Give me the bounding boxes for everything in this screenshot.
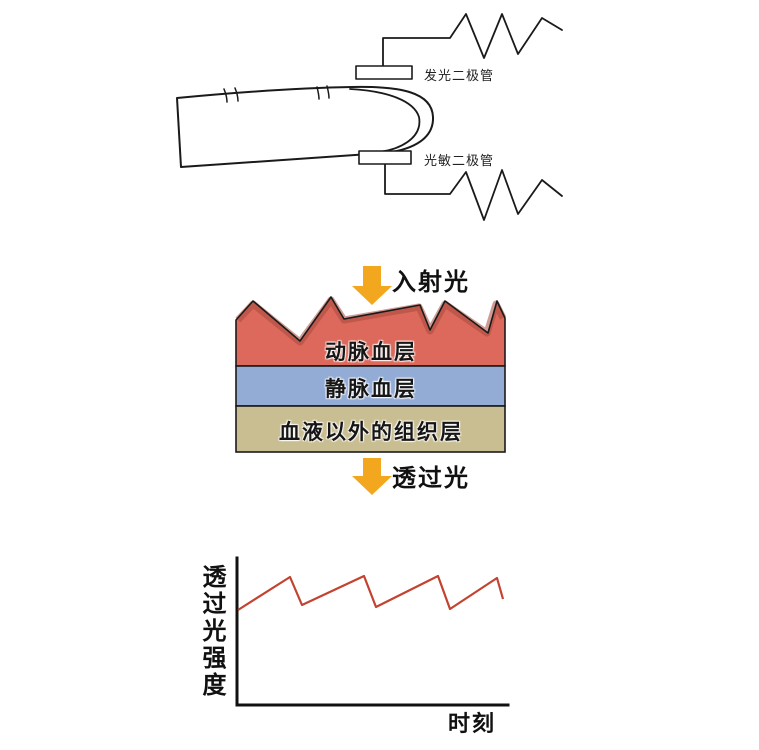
finger-sensor-diagram	[176, 13, 563, 221]
photodiode-wire	[384, 162, 563, 221]
arterial-layer-shape	[236, 297, 505, 366]
photodiode-component	[358, 150, 412, 165]
venous-layer-label: 静脉血层	[325, 378, 417, 401]
intensity-graph	[235, 556, 510, 707]
transmitted-light-label: 透过光	[392, 465, 470, 492]
venous-layer-shape	[235, 365, 506, 407]
tissue-layer-shape	[235, 405, 506, 453]
arterial-layer-label: 动脉血层	[325, 341, 417, 364]
graph-x-axis-label: 时刻	[448, 711, 497, 736]
led-component	[355, 65, 413, 80]
transmitted-light-arrow	[352, 458, 392, 495]
graph-y-axis-label: 透过光强度	[198, 564, 225, 699]
incident-light-arrow	[352, 266, 392, 305]
graph-axes	[235, 556, 510, 707]
arterial-layer-outline	[235, 296, 506, 367]
tissue-layers-diagram	[235, 266, 507, 495]
tissue-layer-label: 血液以外的组织层	[279, 421, 463, 444]
led-label: 发光二极管	[424, 68, 495, 83]
incident-light-label: 入射光	[392, 269, 470, 296]
fingernail	[349, 88, 421, 153]
finger-wrinkle-1	[223, 87, 239, 103]
finger-outline	[176, 85, 435, 168]
photodiode-label: 光敏二极管	[424, 153, 495, 168]
ppg-waveform	[237, 574, 505, 611]
led-wire	[382, 13, 563, 69]
finger-wrinkle-2	[316, 85, 330, 100]
